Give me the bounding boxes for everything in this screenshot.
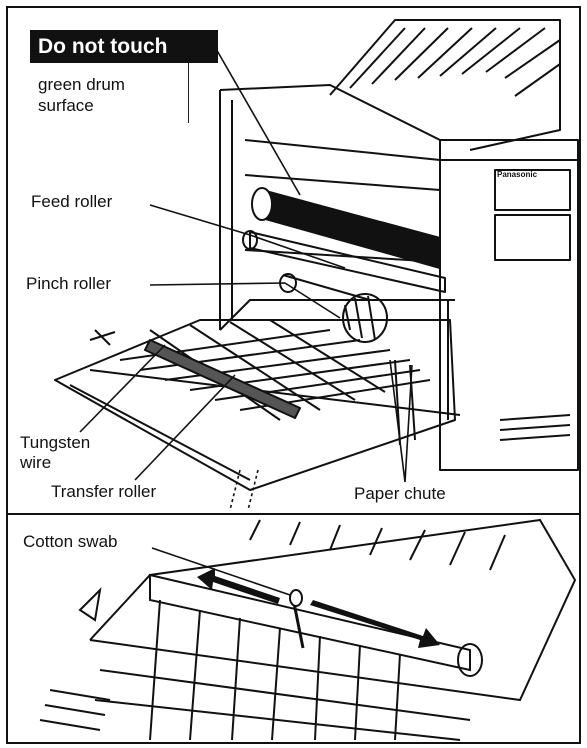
warning-text-line2: surface (38, 96, 188, 115)
paper-chute-label: Paper chute (354, 484, 446, 503)
pinch-roller-label: Pinch roller (26, 274, 111, 293)
warning-label: Do not touch (30, 30, 218, 63)
paper-chute (55, 320, 460, 490)
paper-chute-leader (390, 360, 412, 482)
transfer-roller-label: Transfer roller (51, 482, 156, 501)
pinch-roller (280, 274, 387, 342)
feed-roller-label: Feed roller (31, 192, 112, 211)
cotton-swab (290, 590, 303, 648)
warning-leader (215, 47, 300, 195)
tungsten-wire-label-line2: wire (20, 453, 51, 472)
cotton-swab-label: Cotton swab (23, 532, 118, 551)
warning-description: green drum surface (30, 63, 189, 123)
warning-text-line1: green drum (38, 75, 188, 94)
top-paper-tray (330, 20, 560, 150)
closeup-illustration (40, 520, 575, 740)
tungsten-wire-label-line1: Tungsten (20, 433, 90, 452)
brand-mark: Panasonic (497, 170, 537, 179)
pinch-roller-leader (150, 283, 340, 318)
